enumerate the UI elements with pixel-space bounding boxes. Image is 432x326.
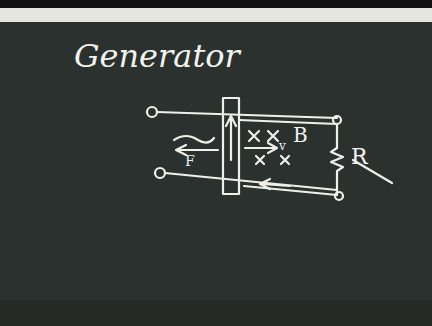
field-cross bbox=[249, 131, 259, 141]
loop-wire bbox=[244, 186, 337, 195]
rail-terminal bbox=[155, 168, 165, 178]
field-cross bbox=[268, 131, 278, 141]
board-top bbox=[0, 0, 432, 8]
loop-wire bbox=[239, 120, 337, 148]
current-arrow bbox=[260, 179, 290, 189]
board-ledge bbox=[0, 8, 432, 22]
current-arrow bbox=[226, 116, 236, 160]
wire-node bbox=[333, 116, 341, 124]
velocity-label: v bbox=[279, 140, 286, 152]
field-cross bbox=[256, 156, 264, 164]
field-label: B bbox=[293, 125, 308, 145]
velocity-arrow bbox=[245, 143, 277, 153]
top-rail bbox=[157, 112, 337, 118]
force-label: F bbox=[185, 154, 195, 168]
board-title: Generator bbox=[74, 40, 240, 72]
rail-terminal bbox=[147, 107, 157, 117]
board-shadow bbox=[0, 300, 432, 326]
resistor-symbol bbox=[331, 148, 343, 195]
force-arrow bbox=[176, 145, 218, 155]
chalk-scribble bbox=[174, 136, 214, 143]
field-cross bbox=[281, 156, 289, 164]
moving-bar bbox=[223, 98, 239, 194]
resistor-label: R bbox=[351, 146, 368, 168]
